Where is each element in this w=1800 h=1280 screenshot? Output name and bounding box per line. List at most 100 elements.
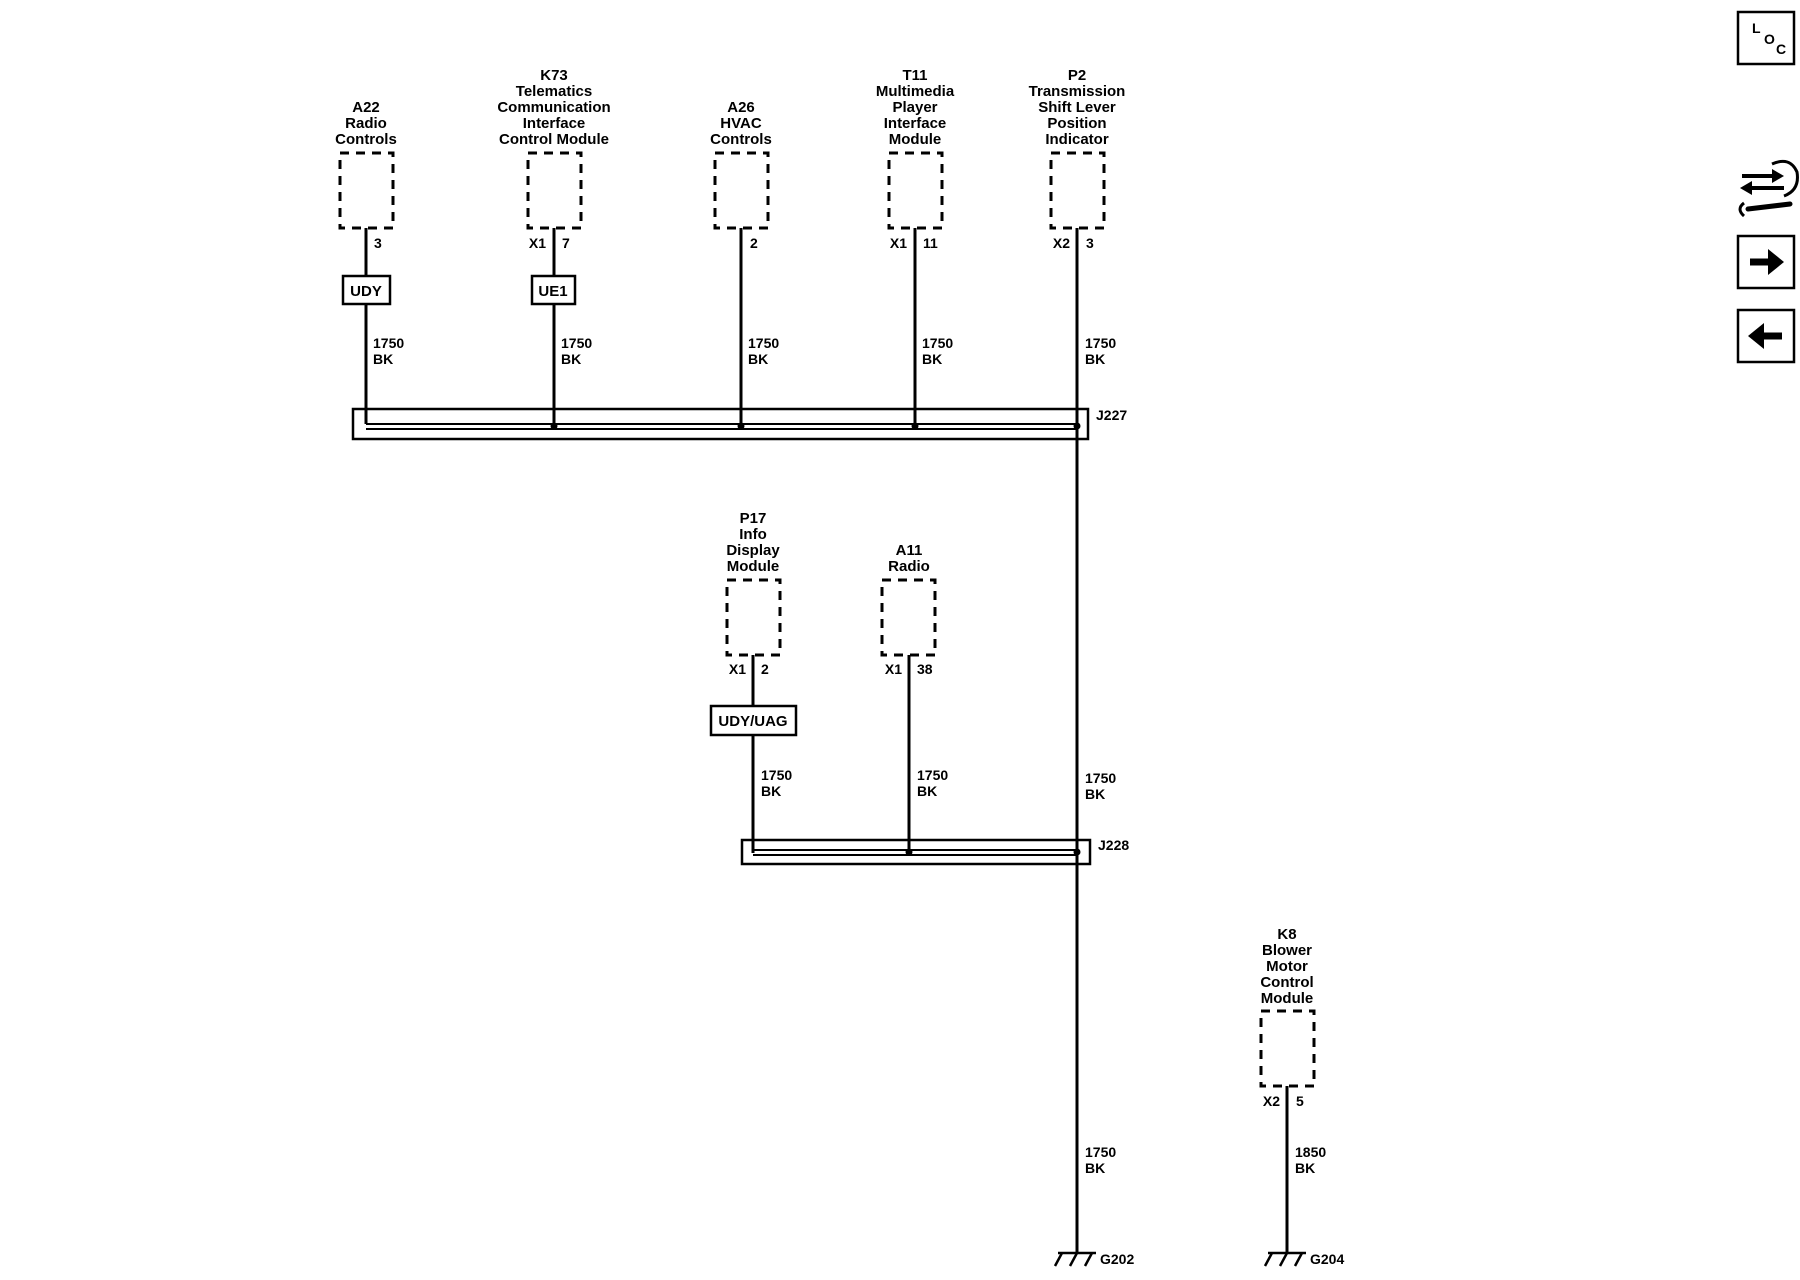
p2-name-1: Transmission bbox=[1029, 83, 1126, 100]
a11-box bbox=[880, 578, 937, 657]
k73-option-box bbox=[530, 274, 577, 306]
j227-label: J227 bbox=[1096, 407, 1127, 423]
module-k73[interactable]: K73 Telematics Communication Interface C… bbox=[497, 67, 611, 230]
module-t11[interactable]: T11 Multimedia Player Interface Module bbox=[876, 67, 955, 230]
k73-name-4: Control Module bbox=[499, 131, 609, 148]
module-a26[interactable]: A26 HVAC Controls bbox=[710, 99, 772, 230]
loc-box bbox=[1736, 10, 1796, 66]
loc-letter-o: O bbox=[1764, 31, 1775, 47]
j228-box bbox=[740, 838, 1092, 866]
a11-connector: X1 bbox=[885, 661, 902, 677]
g204-tick-3 bbox=[1293, 1252, 1304, 1267]
a22-box bbox=[338, 151, 395, 230]
t11-connector: X1 bbox=[890, 235, 907, 251]
p17-gauge: 1750 bbox=[761, 767, 792, 783]
trunk-color-2: BK bbox=[1085, 1160, 1105, 1176]
g202-label: G202 bbox=[1100, 1251, 1134, 1267]
a26-pin: 2 bbox=[750, 235, 758, 251]
t11-pin: 11 bbox=[923, 235, 938, 251]
t11-name-4: Module bbox=[889, 131, 942, 148]
p17-name-1: Info bbox=[739, 526, 767, 543]
tool-wrench-handle bbox=[1745, 201, 1793, 212]
a22-gauge: 1750 bbox=[373, 335, 404, 351]
t11-color: BK bbox=[922, 351, 942, 367]
module-k8[interactable]: K8 Blower Motor Control Module bbox=[1259, 926, 1316, 1088]
a11-pin: 38 bbox=[917, 661, 933, 677]
g204-label: G204 bbox=[1310, 1251, 1344, 1267]
prev-page-button[interactable] bbox=[1736, 308, 1796, 364]
a22-color: BK bbox=[373, 351, 393, 367]
arrow-right-icon bbox=[1768, 249, 1784, 275]
p2-name-4: Indicator bbox=[1045, 131, 1109, 148]
k8-gauge: 1850 bbox=[1295, 1144, 1326, 1160]
k73-color: BK bbox=[561, 351, 581, 367]
p2-gauge: 1750 bbox=[1085, 335, 1116, 351]
next-page-button[interactable] bbox=[1736, 234, 1796, 290]
module-a22[interactable]: A22 Radio Controls bbox=[335, 99, 397, 230]
module-a11[interactable]: A11 Radio bbox=[880, 542, 937, 657]
a26-name-1: HVAC bbox=[720, 115, 762, 132]
k8-pin: 5 bbox=[1296, 1093, 1304, 1109]
a11-gauge: 1750 bbox=[917, 767, 948, 783]
p17-color: BK bbox=[761, 783, 781, 799]
p2-name-3: Position bbox=[1047, 115, 1106, 132]
splice-j227[interactable]: J227 bbox=[351, 407, 1127, 441]
g204-tick-1 bbox=[1263, 1252, 1274, 1267]
a26-gauge: 1750 bbox=[748, 335, 779, 351]
a22-name-1: Radio bbox=[345, 115, 387, 132]
a26-box bbox=[713, 151, 770, 230]
p17-connector: X1 bbox=[729, 661, 746, 677]
k8-name-3: Control bbox=[1260, 974, 1313, 991]
k8-name-1: Blower bbox=[1262, 942, 1312, 959]
p2-name-2: Shift Lever bbox=[1038, 99, 1116, 116]
loc-letter-l: L bbox=[1752, 20, 1761, 36]
j228-label: J228 bbox=[1098, 837, 1129, 853]
a26-id: A26 bbox=[727, 99, 755, 116]
g204-tick-2 bbox=[1278, 1252, 1289, 1267]
a22-pin: 3 bbox=[374, 235, 382, 251]
p17-option: UDY/UAG bbox=[718, 713, 787, 730]
j227-node-k73 bbox=[550, 422, 558, 430]
tool-wrench-jaw bbox=[1738, 201, 1746, 218]
a11-name-1: Radio bbox=[888, 558, 930, 575]
p2-color: BK bbox=[1085, 351, 1105, 367]
t11-name-2: Player bbox=[892, 99, 937, 116]
trunk-gauge-1: 1750 bbox=[1085, 770, 1116, 786]
p17-box bbox=[725, 578, 782, 657]
t11-name-1: Multimedia bbox=[876, 83, 955, 100]
j227-box bbox=[351, 407, 1090, 441]
arrows-wrench-icon[interactable] bbox=[1738, 159, 1799, 218]
t11-gauge: 1750 bbox=[922, 335, 953, 351]
k8-name-2: Motor bbox=[1266, 958, 1308, 975]
splice-j228[interactable]: J228 bbox=[740, 837, 1129, 866]
p17-id: P17 bbox=[740, 510, 767, 527]
k8-connector: X2 bbox=[1263, 1093, 1280, 1109]
k73-name-1: Telematics bbox=[516, 83, 592, 100]
p17-name-3: Module bbox=[727, 558, 780, 575]
module-p2[interactable]: P2 Transmission Shift Lever Position Ind… bbox=[1029, 67, 1126, 230]
trunk-gauge-2: 1750 bbox=[1085, 1144, 1116, 1160]
j227-node-t11 bbox=[911, 422, 919, 430]
t11-box bbox=[887, 151, 944, 230]
g202-tick-3 bbox=[1083, 1252, 1094, 1267]
p2-connector: X2 bbox=[1053, 235, 1070, 251]
t11-name-3: Interface bbox=[884, 115, 947, 132]
loc-letter-c: C bbox=[1776, 41, 1786, 57]
k8-id: K8 bbox=[1277, 926, 1296, 943]
k73-id: K73 bbox=[540, 67, 568, 84]
tool-hand-outline bbox=[1771, 159, 1799, 198]
k73-box bbox=[526, 151, 583, 230]
p2-box bbox=[1049, 151, 1106, 230]
ground-g202[interactable]: G202 bbox=[1053, 1251, 1134, 1267]
ground-g204[interactable]: G204 bbox=[1263, 1251, 1344, 1267]
j228-node-trunk bbox=[1073, 848, 1081, 856]
module-p17[interactable]: P17 Info Display Module bbox=[725, 510, 782, 657]
a11-color: BK bbox=[917, 783, 937, 799]
k73-name-3: Interface bbox=[523, 115, 586, 132]
loc-button[interactable]: L O C bbox=[1736, 10, 1796, 66]
a26-name-2: Controls bbox=[710, 131, 772, 148]
k8-box bbox=[1259, 1009, 1316, 1088]
p17-name-2: Display bbox=[726, 542, 780, 559]
j228-node-a11 bbox=[905, 848, 913, 856]
trunk-color-1: BK bbox=[1085, 786, 1105, 802]
